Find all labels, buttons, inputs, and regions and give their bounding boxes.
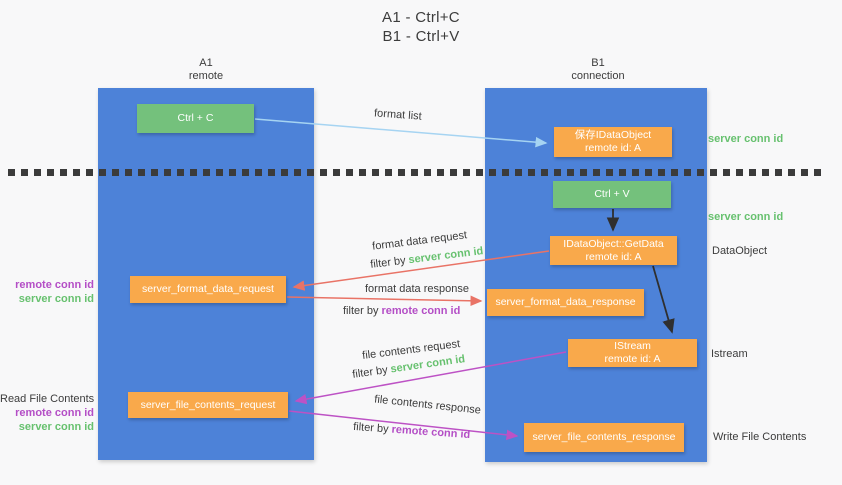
title-line-2: B1 - Ctrl+V — [382, 28, 460, 45]
label-istream: Istream — [711, 348, 748, 360]
filter-prefix-format-request: filter by — [369, 254, 407, 271]
label-format-server-conn-id: server conn id — [18, 293, 94, 305]
column-a1-subtitle: remote — [188, 70, 224, 82]
label-read-file-contents: Read File Contents — [0, 393, 95, 405]
node-server-file-contents-response-label: server_file_contents_response — [532, 431, 676, 443]
node-ctrl-c-label: Ctrl + C — [177, 112, 214, 124]
node-ctrl-c: Ctrl + C — [137, 104, 254, 133]
node-server-file-contents-request-label: server_file_contents_request — [140, 398, 276, 411]
label-file-server-conn-id: server conn id — [18, 421, 94, 433]
label-file-remote-conn-id: remote conn id — [15, 407, 94, 419]
label-format-data-response: format data response — [365, 283, 469, 295]
diagram-title: A1 - Ctrl+C B1 - Ctrl+V — [0, 8, 842, 46]
filter-prefix-format-response: filter by — [343, 305, 379, 317]
node-save-idataobject-line1: 保存IDataObject — [574, 129, 652, 141]
column-header-b1: B1 connection — [538, 57, 658, 83]
column-b1-name: B1 — [591, 57, 605, 69]
column-b1-subtitle: connection — [571, 70, 625, 82]
node-server-format-data-request-label: server_format_data_request — [142, 283, 274, 295]
label-write-file-contents: Write File Contents — [713, 431, 807, 443]
title-line-1: A1 - Ctrl+C — [382, 9, 460, 26]
filter-prefix-file-request: filter by — [351, 364, 389, 381]
label-group-read-file-contents: Read File Contents remote conn id server… — [0, 392, 94, 434]
node-istream-line1: IStream — [614, 340, 651, 352]
filter-key-format-response: remote conn id — [381, 305, 461, 317]
session-divider-dotted-line — [8, 169, 824, 176]
node-server-file-contents-response: server_file_contents_response — [524, 423, 684, 452]
label-group-format-conn-ids: remote conn id server conn id — [0, 278, 94, 306]
label-server-conn-id-mid: server conn id — [708, 211, 784, 223]
node-server-format-data-response: server_format_data_response — [487, 289, 644, 316]
node-idataobject-getdata-line1: IDataObject::GetData — [563, 237, 664, 250]
column-a1-name: A1 — [199, 57, 213, 69]
node-server-file-contents-request: server_file_contents_request — [128, 392, 288, 418]
label-server-conn-id-top: server conn id — [708, 133, 784, 145]
filter-prefix-file-response: filter by — [352, 420, 389, 436]
label-format-remote-conn-id: remote conn id — [15, 279, 94, 291]
filter-key-file-response: remote conn id — [391, 423, 471, 442]
node-istream: IStream remote id: A — [568, 339, 697, 367]
label-dataobject: DataObject — [712, 245, 768, 257]
arrow-format-data-response — [286, 295, 483, 307]
label-file-contents-response: file contents response — [373, 393, 482, 417]
node-server-format-data-request: server_format_data_request — [130, 276, 286, 303]
node-idataobject-getdata-line2: remote id: A — [585, 250, 642, 263]
node-ctrl-v: Ctrl + V — [553, 181, 671, 208]
label-format-list: format list — [373, 107, 423, 123]
node-ctrl-v-label: Ctrl + V — [594, 188, 630, 200]
column-header-a1: A1 remote — [146, 57, 266, 83]
node-idataobject-getdata: IDataObject::GetData remote id: A — [550, 236, 677, 265]
node-save-idataobject-line2: remote id: A — [584, 142, 642, 154]
node-istream-line2: remote id: A — [604, 353, 661, 365]
node-save-idataobject: 保存IDataObject remote id: A — [554, 127, 672, 157]
filter-key-format-request: server conn id — [407, 245, 484, 267]
node-server-format-data-response-label: server_format_data_response — [495, 296, 636, 308]
